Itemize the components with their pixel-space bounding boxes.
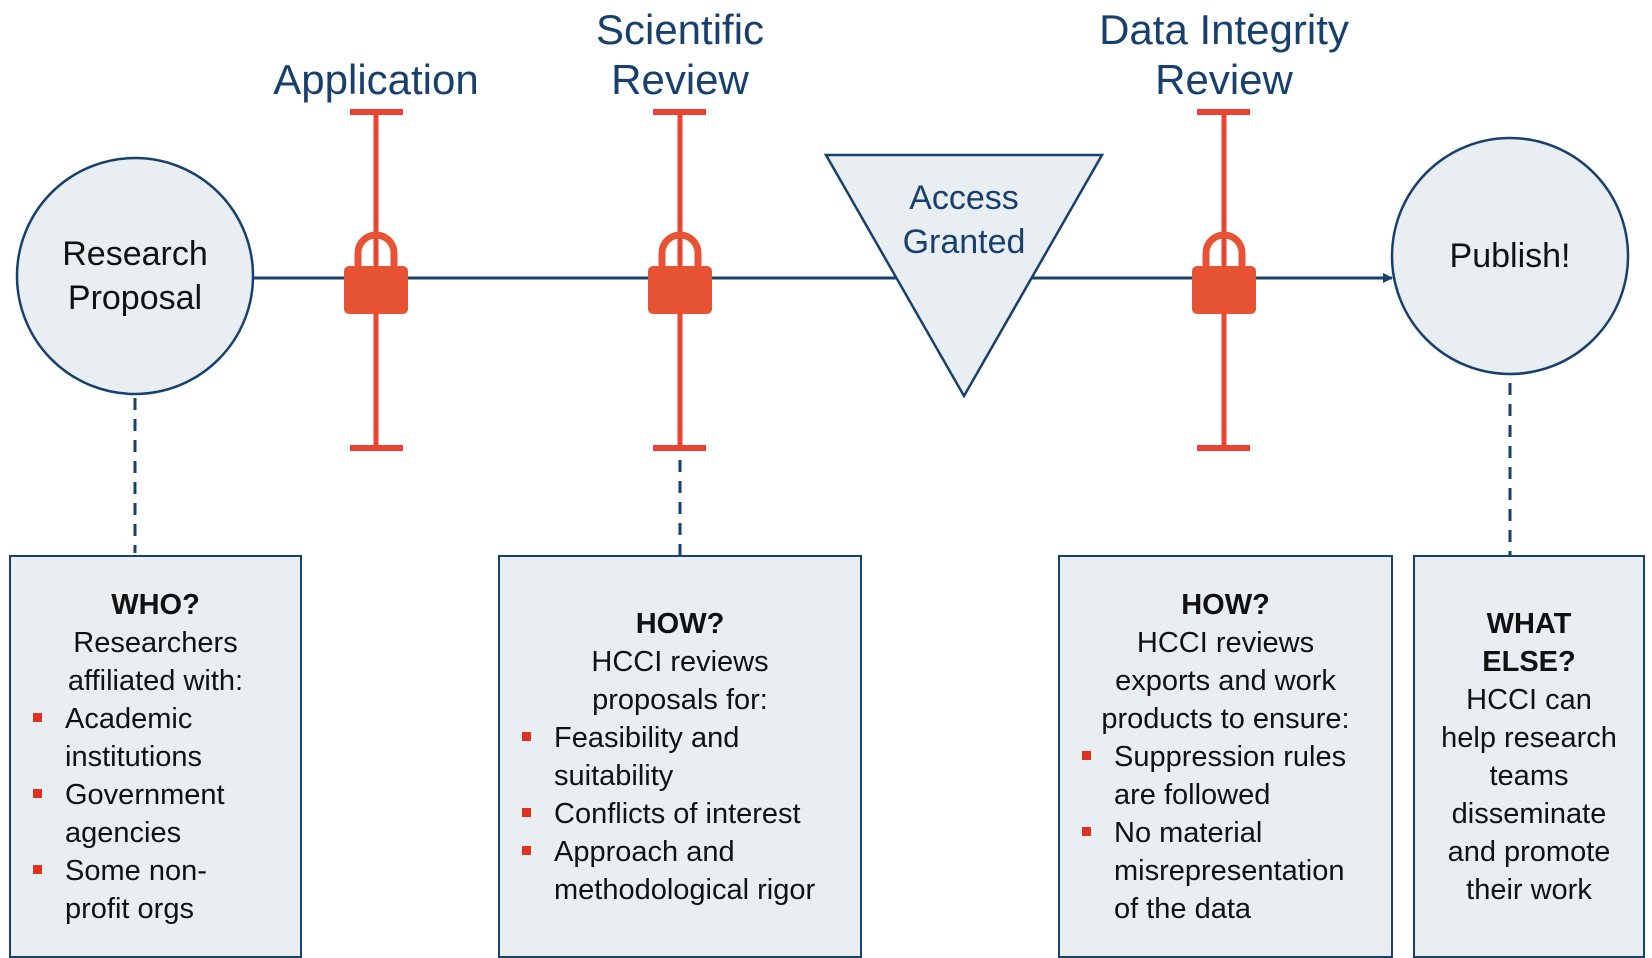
- how-science-list-item: Conflicts of interest: [500, 795, 860, 833]
- lock-icon: [648, 231, 712, 314]
- publish-text: Publish!: [1449, 237, 1571, 275]
- scientific-review-label: Scientific Review: [530, 5, 830, 105]
- data-integrity-review-label: Data Integrity Review: [1024, 5, 1424, 105]
- access-granted-text: Access Granted: [864, 176, 1064, 264]
- what-else-intro: HCCI can help research teams disseminate…: [1441, 683, 1617, 906]
- how-science-heading: HOW?: [635, 607, 725, 640]
- research-proposal-line: Research: [62, 235, 208, 273]
- application-label: Application: [273, 56, 479, 103]
- lock-icon: [344, 231, 408, 314]
- bullet-icon: [522, 807, 531, 817]
- what-else-box: WHAT ELSE? HCCI can help research teams …: [1413, 555, 1645, 958]
- research-proposal-line: Proposal: [67, 279, 203, 317]
- publish-circle: [1390, 136, 1630, 376]
- how-integrity-box: HOW? HCCI reviews exports and work produ…: [1058, 555, 1393, 958]
- scientific-review-label-line: Review: [611, 56, 749, 103]
- who-heading: WHO?: [111, 588, 200, 621]
- bullet-icon: [33, 788, 42, 798]
- bullet-icon: [1082, 750, 1091, 760]
- bullet-icon: [522, 731, 531, 741]
- what-else-heading: WHAT ELSE?: [1482, 607, 1576, 678]
- how-science-box: HOW? HCCI reviews proposals for: Feasibi…: [498, 555, 862, 958]
- who-list-item: Some non-profit orgs: [11, 852, 300, 928]
- bullet-icon: [1082, 826, 1091, 836]
- research-proposal-text: Research Proposal: [35, 232, 235, 320]
- how-integrity-heading: HOW?: [1181, 588, 1270, 621]
- how-integrity-intro: HCCI reviews exports and work products t…: [1101, 626, 1350, 735]
- scientific-review-label-line: Scientific: [595, 6, 765, 53]
- access-granted-line: Access: [909, 179, 1019, 217]
- access-granted-triangle: [823, 153, 1105, 399]
- bullet-icon: [33, 864, 42, 874]
- research-proposal-circle: [15, 156, 255, 396]
- lock-icon: [1192, 231, 1256, 314]
- bullet-icon: [33, 712, 42, 722]
- bullet-icon: [522, 845, 531, 855]
- data-integrity-review-label-line: Data Integrity: [1099, 6, 1349, 53]
- who-intro: Researchers affiliated with:: [67, 626, 244, 697]
- how-science-intro: HCCI reviews proposals for:: [591, 645, 769, 716]
- who-box: WHO? Researchers affiliated with: Academ…: [9, 555, 302, 958]
- data-integrity-review-label-line: Review: [1155, 56, 1293, 103]
- access-granted-line: Granted: [902, 223, 1026, 261]
